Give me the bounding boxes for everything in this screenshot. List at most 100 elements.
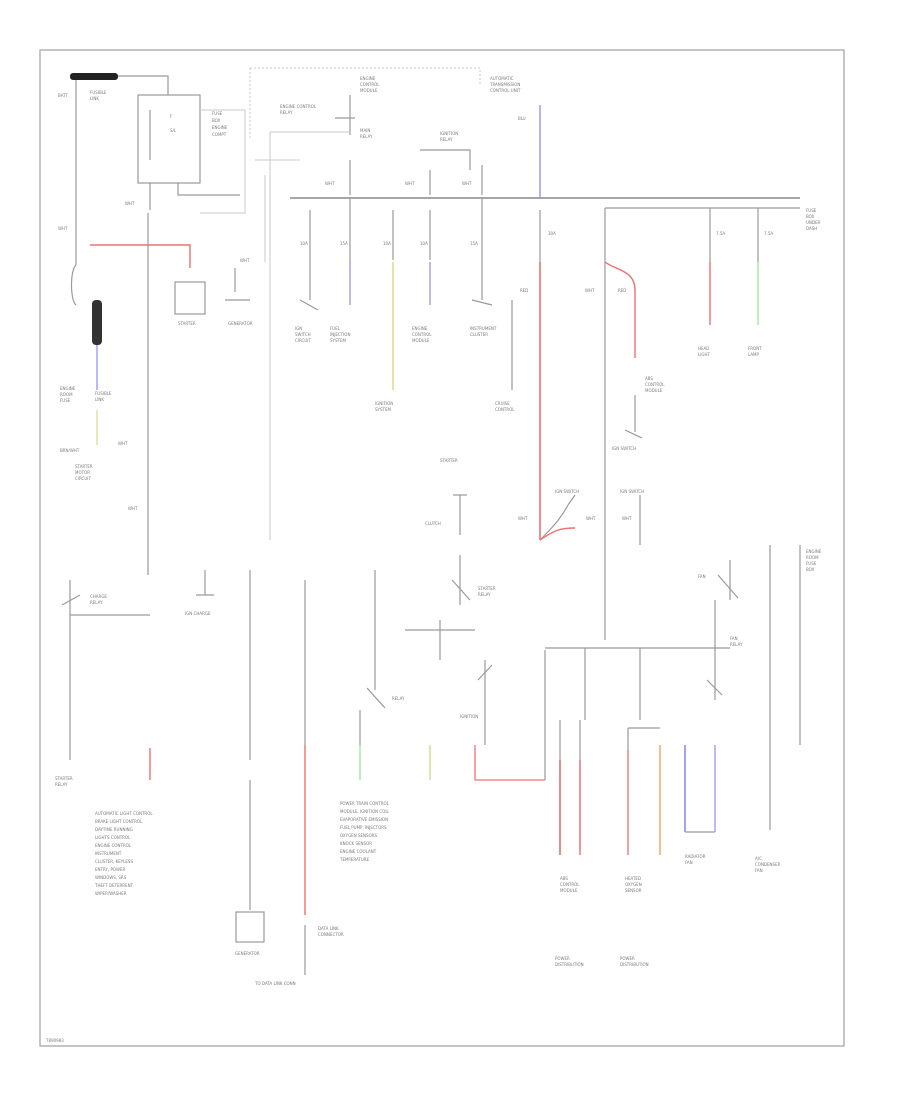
svg-text:ENGINE COOLANT: ENGINE COOLANT [340,849,377,854]
svg-text:DISTRIBUTION: DISTRIBUTION [555,962,584,967]
svg-text:EVAPORATIVE EMISSION: EVAPORATIVE EMISSION [340,817,388,822]
svg-text:OXYGEN: OXYGEN [625,882,642,887]
battery-section: BATT FUSIBLE LINK FUSE BOX ENGINE COMPT … [58,73,246,265]
svg-text:CONTROL: CONTROL [645,382,665,387]
svg-text:FAN: FAN [730,636,738,641]
svg-text:FUSE: FUSE [806,561,817,566]
svg-text:15A: 15A [470,241,478,246]
svg-text:CLUSTER: CLUSTER [470,332,488,337]
svg-text:RELAY: RELAY [360,134,373,139]
svg-text:ENGINE: ENGINE [806,549,822,554]
svg-text:10A: 10A [300,241,308,246]
fuse-box [137,94,201,184]
svg-text:CIRCUIT: CIRCUIT [75,476,91,481]
svg-text:RELAY: RELAY [478,592,491,597]
svg-text:RELAY: RELAY [730,642,743,647]
starter-generator-section: STARTER GENERATOR WHT ENGINE ROOM FUSE F… [60,175,266,575]
svg-text:STARTER: STARTER [75,464,93,469]
svg-text:IGNITION: IGNITION [375,401,393,406]
svg-text:FAN: FAN [685,860,693,865]
svg-text:30A: 30A [548,231,556,236]
svg-text:BRAKE LIGHT CONTROL: BRAKE LIGHT CONTROL [95,819,143,824]
svg-text:WHT: WHT [405,181,415,186]
svg-text:MODULE: MODULE [645,388,663,393]
fuse-element [92,300,102,345]
generator-box [235,911,265,943]
svg-text:RELAY: RELAY [55,782,68,787]
svg-text:MODULE: MODULE [360,88,378,93]
svg-text:STARTER: STARTER [478,586,496,591]
starter-relay-area: STARTER CLUTCH STARTER RELAY IGN SWITCH … [405,458,644,660]
svg-text:SWITCH: SWITCH [295,332,311,337]
svg-text:RELAY: RELAY [280,110,293,115]
generator-label-top: GENERATOR [228,321,253,326]
svg-text:CONTROL: CONTROL [412,332,432,337]
svg-text:POWER TRAIN CONTROL: POWER TRAIN CONTROL [340,801,390,806]
diagram-border [39,49,845,1047]
svg-text:WHT: WHT [240,258,250,263]
svg-text:CRUISE: CRUISE [495,401,510,406]
svg-text:CONTROL: CONTROL [495,407,515,412]
svg-text:WHT: WHT [128,506,138,511]
svg-text:WHT: WHT [58,226,68,231]
svg-text:THEFT DETERRENT: THEFT DETERRENT [94,883,134,888]
svg-text:FUEL: FUEL [330,326,341,331]
svg-text:RADIATOR: RADIATOR [685,854,706,859]
svg-text:STARTER: STARTER [55,776,73,781]
svg-text:MODULE: MODULE [412,338,430,343]
svg-text:WHT: WHT [125,201,135,206]
starter-box [174,281,206,315]
svg-text:HEATED: HEATED [625,876,641,881]
svg-text:LINK: LINK [90,96,99,101]
svg-text:MODULE, IGNITION COIL: MODULE, IGNITION COIL [340,809,390,814]
svg-text:UNDER: UNDER [806,220,821,225]
svg-text:WHT: WHT [462,181,472,186]
svg-text:KNOCK SENSOR: KNOCK SENSOR [340,841,372,846]
svg-text:7.5A: 7.5A [716,231,725,236]
svg-text:CONTROL: CONTROL [360,82,380,87]
svg-text:7.5A: 7.5A [764,231,773,236]
svg-text:IGN: IGN [295,326,302,331]
svg-text:LIGHT: LIGHT [698,352,711,357]
svg-text:WHT: WHT [622,516,632,521]
svg-text:ENGINE: ENGINE [60,386,76,391]
lower-right: ABS CONTROL MODULE POWER DISTRIBUTION HE… [545,545,822,967]
svg-text:BOX: BOX [806,567,815,572]
svg-text:RELAY: RELAY [90,600,103,605]
svg-text:ENGINE CONTROL: ENGINE CONTROL [280,104,317,109]
svg-text:TO DATA LINK CONN: TO DATA LINK CONN [254,981,296,986]
svg-text:ROOM: ROOM [60,392,73,397]
svg-text:CLUTCH: CLUTCH [425,521,441,526]
svg-text:SYSTEM: SYSTEM [375,407,391,412]
svg-text:POWER: POWER [555,956,570,961]
svg-text:RED: RED [520,288,528,293]
svg-text:COMPT: COMPT [212,132,227,137]
svg-text:MAIN: MAIN [360,128,370,133]
svg-text:ABS: ABS [645,376,653,381]
battery-symbol [70,73,118,80]
svg-text:CONDENSER: CONDENSER [755,862,781,867]
lower-center: RELAY IGNITION POWER TRAIN CONTROL MODUL… [339,570,546,862]
fuse-drops: 10A IGN SWITCH CIRCUIT 15A FUEL INJECTIO… [295,198,773,640]
svg-text:ENGINE: ENGINE [412,326,428,331]
svg-text:DAYTIME RUNNING: DAYTIME RUNNING [95,827,133,832]
diagram-id: 7890983 [46,1038,64,1043]
svg-text:WHT: WHT [325,181,335,186]
svg-text:MODULE: MODULE [560,888,578,893]
svg-text:FAN: FAN [698,574,706,579]
starter-label-mid: STARTER [440,458,458,463]
svg-text:IGN SWITCH: IGN SWITCH [620,489,644,494]
svg-text:POWER: POWER [620,956,635,961]
svg-text:FUEL PUMP, INJECTORS: FUEL PUMP, INJECTORS [340,825,387,830]
svg-text:CONTROL: CONTROL [560,882,580,887]
svg-text:BOX: BOX [806,214,815,219]
svg-text:WHT: WHT [118,441,128,446]
svg-text:ROOM: ROOM [806,555,819,560]
svg-text:INSTRUMENT: INSTRUMENT [470,326,497,331]
svg-text:AUTOMATIC LIGHT CONTROL: AUTOMATIC LIGHT CONTROL [95,811,153,816]
svg-text:BLU: BLU [518,116,526,121]
svg-text:CHARGE: CHARGE [90,594,107,599]
svg-text:A/C: A/C [755,856,762,861]
svg-text:IGN CHARGE: IGN CHARGE [185,611,211,616]
